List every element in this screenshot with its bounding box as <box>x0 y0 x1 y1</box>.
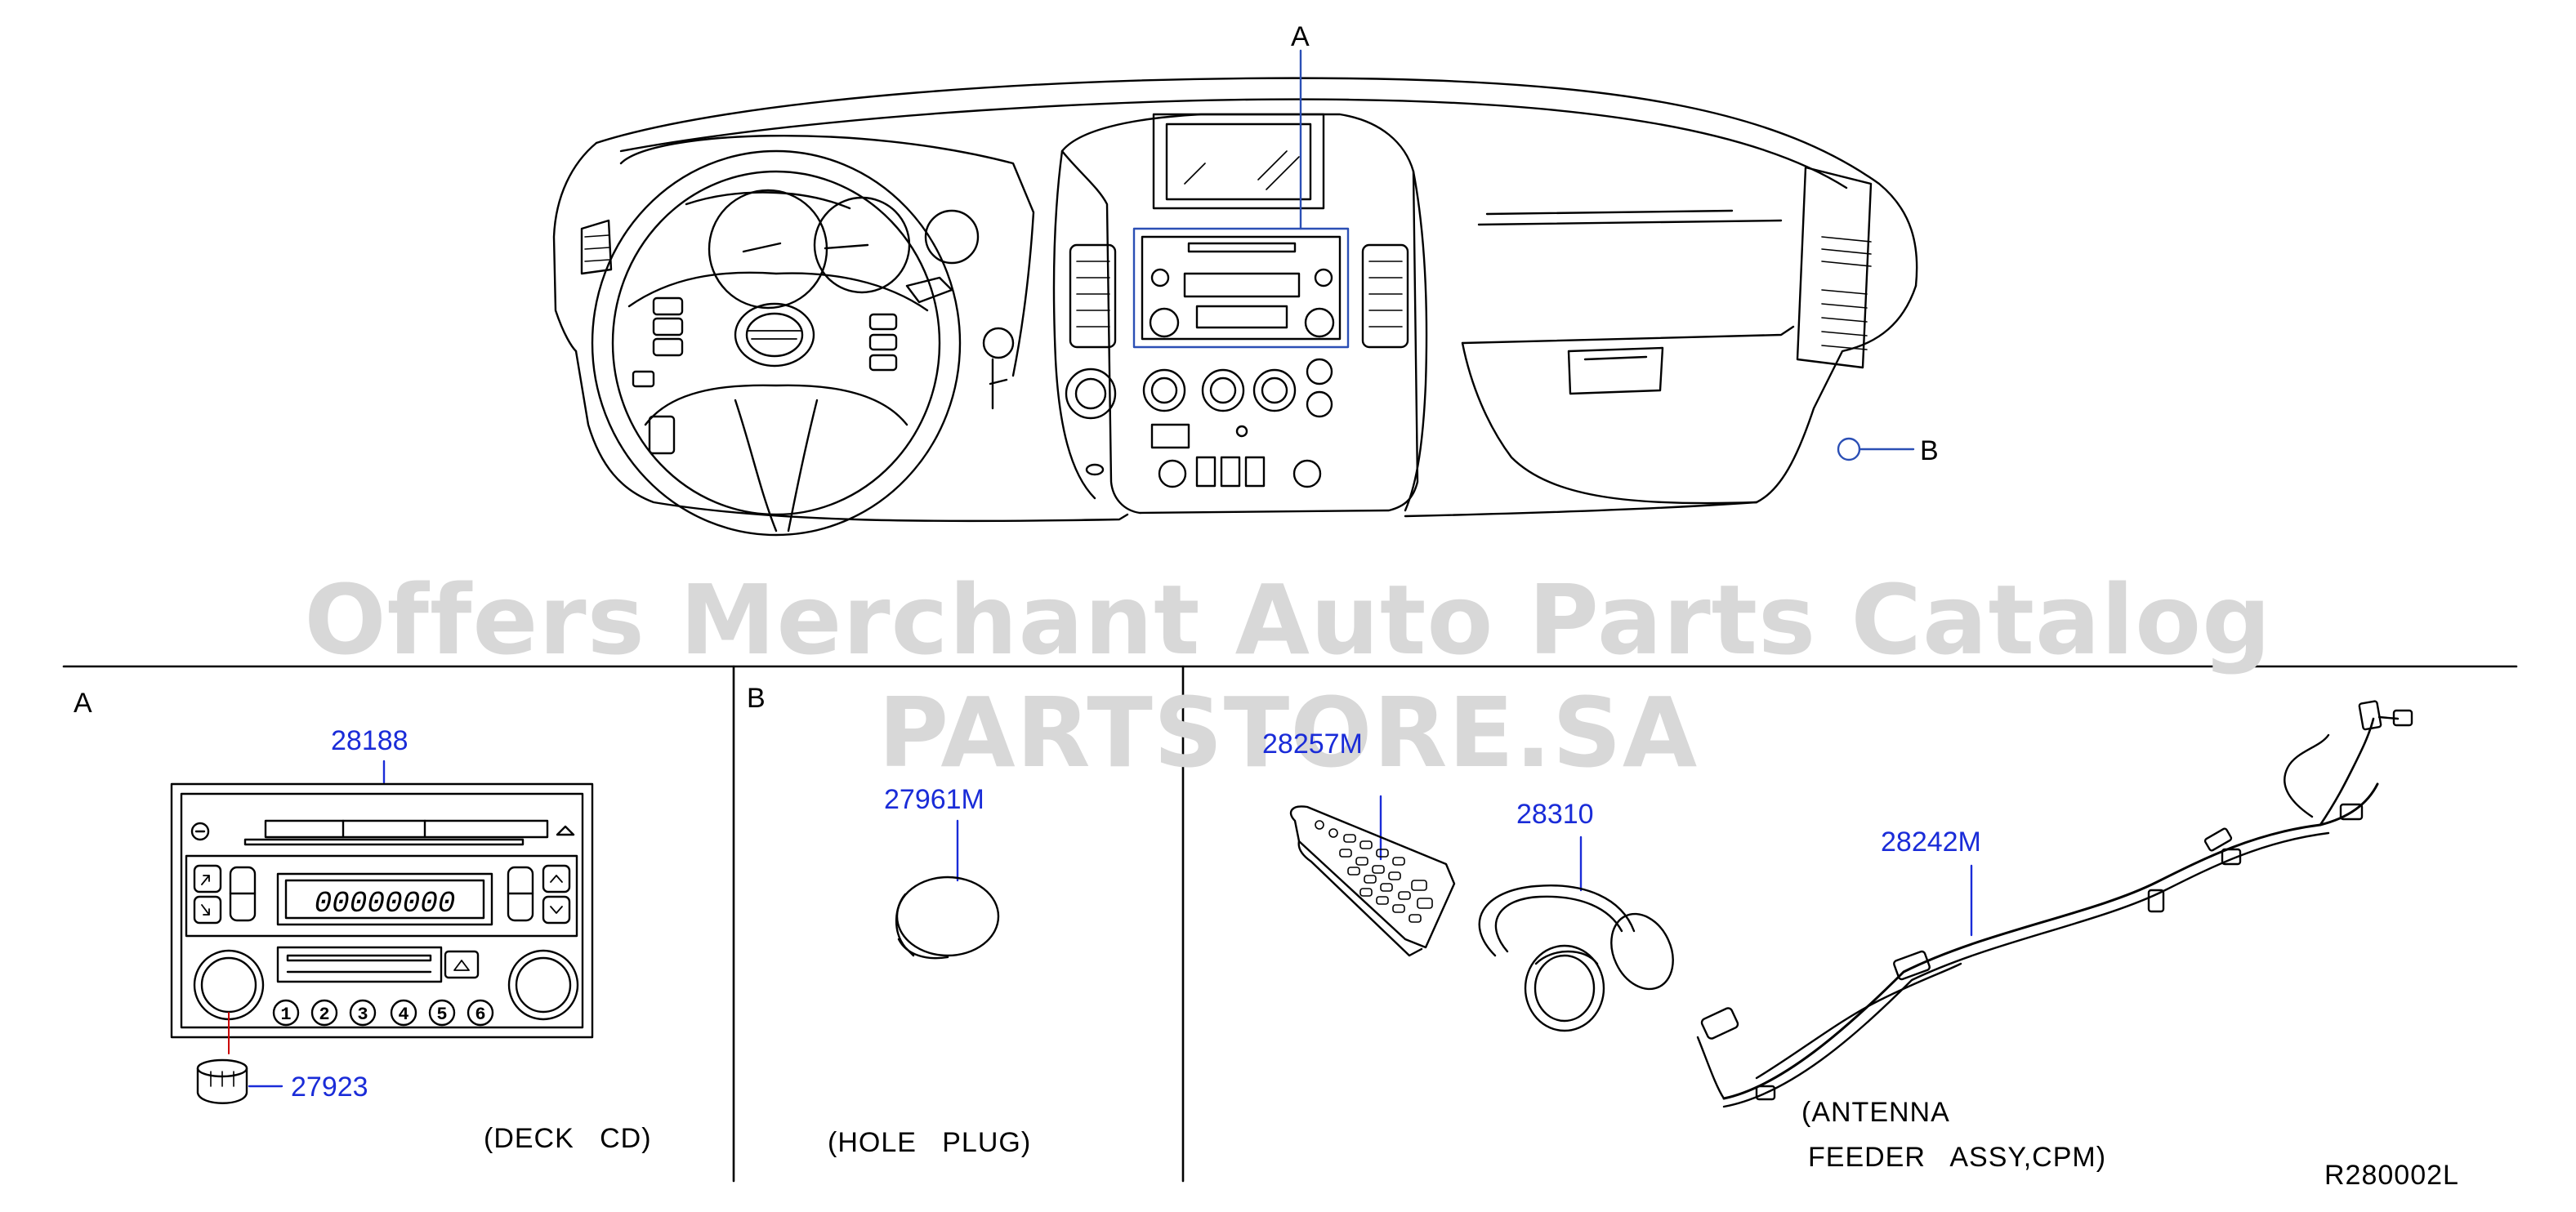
preset-label-6: 6 <box>475 1005 485 1025</box>
section-a-label: A <box>74 688 92 719</box>
preset-label-4: 4 <box>398 1005 408 1025</box>
part-number-28188[interactable]: 28188 <box>331 725 408 756</box>
part-number-28242m[interactable]: 28242M <box>1881 827 1981 858</box>
preset-button-4 <box>390 999 417 1027</box>
callout-b-label: B <box>1920 435 1939 466</box>
part-number-28310[interactable]: 28310 <box>1516 799 1594 830</box>
preset-label-1: 1 <box>280 1005 291 1025</box>
part-number-28257m[interactable]: 28257M <box>1262 729 1363 760</box>
diagram-code: R280002L <box>2324 1160 2459 1191</box>
antenna-feeder-caption-line2: FEEDER ASSY,CPM) <box>1808 1142 2107 1173</box>
preset-button-5 <box>428 999 456 1027</box>
preset-button-1 <box>272 999 300 1027</box>
deck-cd-illustration <box>170 760 594 1104</box>
preset-button-3 <box>349 999 377 1027</box>
preset-label-5: 5 <box>436 1005 447 1025</box>
hole-plug-caption: (HOLE PLUG) <box>828 1127 1032 1158</box>
part-number-27961m[interactable]: 27961M <box>884 784 984 815</box>
preset-button-6 <box>467 999 494 1027</box>
section-b-label: B <box>747 683 766 714</box>
headphones-illustration <box>1478 835 1674 1032</box>
preset-button-2 <box>310 999 338 1027</box>
antenna-feeder-illustration <box>1696 700 2413 1108</box>
deck-cd-caption: (DECK CD) <box>484 1123 652 1154</box>
hole-plug-illustration <box>895 819 1000 960</box>
remote-control-illustration <box>1289 795 1456 957</box>
part-number-27923[interactable]: 27923 <box>291 1072 368 1103</box>
preset-buttons: 1 2 3 4 5 6 <box>272 999 494 1027</box>
callout-a-label: A <box>1291 21 1310 52</box>
antenna-feeder-caption-line1: (ANTENNA <box>1801 1097 1950 1128</box>
dashboard-illustration <box>552 77 1918 537</box>
preset-label-2: 2 <box>319 1005 329 1025</box>
preset-label-3: 3 <box>357 1005 368 1025</box>
deck-display-text: 00000000 <box>315 887 456 920</box>
section-dividers <box>62 665 2518 1183</box>
watermark: Offers Merchant Auto Parts Catalog PARTS… <box>304 564 2272 789</box>
